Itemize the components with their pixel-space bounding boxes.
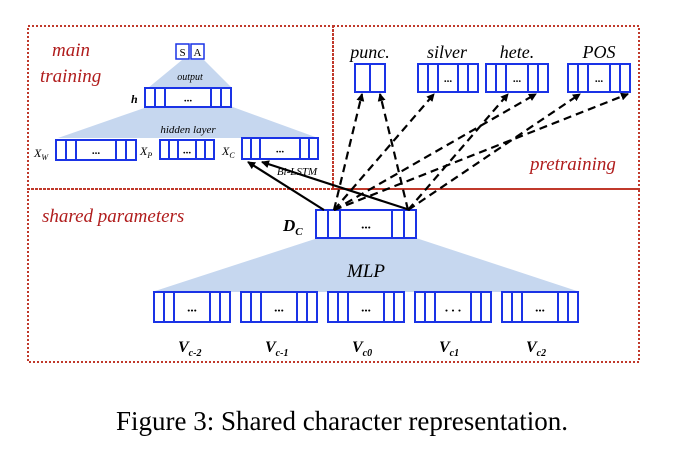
xw-vector: ... [55,139,137,161]
hidden-layer-fan [58,106,318,138]
hidden-layer-label: hidden layer [160,124,216,136]
h-label: h [131,92,138,106]
task-label-3: hete. [500,42,534,62]
silver-vector: ... [417,63,479,93]
dc-to-xc-arrow-left [247,161,325,211]
char-input-labels: Vc-2 Vc-1 Vc0 Vc1 Vc2 [178,339,546,359]
shared-parameters-label: shared parameters [42,206,184,227]
vector-boxes: ................................. . . ...… [55,63,631,323]
label-s: S [179,47,185,59]
h-vector: ... [144,87,232,108]
char-input-vector-2: ... [240,291,318,323]
pretrain-task-labels: punc. silver hete. POS [348,42,615,62]
figure-caption: Figure 3: Shared character representatio… [115,406,569,436]
xc-label: XC [221,144,235,160]
shared-parameters-region [27,188,640,363]
xp-vector: ... [159,139,215,160]
svg-text:...: ... [187,300,197,315]
svg-text:...: ... [535,300,545,315]
dc-to-pretrain-arrow-7 [333,92,629,212]
svg-text:...: ... [184,92,193,104]
svg-text:. . .: . . . [445,300,461,315]
arrows [247,92,629,212]
punc-vector [354,63,386,93]
hete-vector: ... [485,63,549,93]
xc-vector: ... [241,137,319,160]
char-input-label-1: Vc-2 [178,339,201,359]
dc-to-pretrain-arrow-1 [332,93,365,211]
char-input-label-2: Vc-1 [265,339,288,359]
char-input-label-3: Vc0 [352,339,372,359]
task-label-2: silver [427,42,468,62]
sa-output-boxes: S A [175,43,205,60]
label-a: A [194,47,202,59]
main-training-label-line2: training [40,66,101,87]
char-input-vector-3: ... [327,291,405,323]
mlp-fan [152,238,580,292]
pretraining-label: pretraining [528,154,616,175]
dc-to-pretrain-arrow-6 [407,93,581,211]
dc-to-pretrain-arrow-4 [407,93,509,211]
svg-text:...: ... [276,143,285,155]
svg-text:...: ... [444,73,453,85]
char-input-vector-5: ... [501,291,579,323]
svg-text:...: ... [513,73,522,85]
output-fan [148,60,232,88]
svg-text:...: ... [274,300,284,315]
mlp-label: MLP [346,261,385,282]
char-input-vector-4: . . . [414,291,492,323]
task-label-1: punc. [348,42,390,62]
svg-text:...: ... [595,73,604,85]
dc-to-pretrain-arrow-2 [377,93,410,211]
main-training-label-line1: main [52,40,90,61]
char-input-label-5: Vc2 [526,339,546,359]
pos-vector: ... [567,63,631,93]
svg-text:...: ... [361,217,371,232]
xw-label: XW [33,146,49,162]
char-input-label-4: Vc1 [439,339,459,359]
output-label: output [177,72,203,83]
dc-to-xc-arrow-right [261,160,411,212]
dc-vector: ... [315,209,417,239]
dc-label: DC [282,216,303,238]
xp-label: XP [139,144,152,160]
char-input-vector-1: ... [153,291,231,323]
task-label-4: POS [582,42,616,62]
svg-text:...: ... [183,144,192,156]
svg-text:...: ... [361,300,371,315]
svg-text:...: ... [92,145,101,157]
